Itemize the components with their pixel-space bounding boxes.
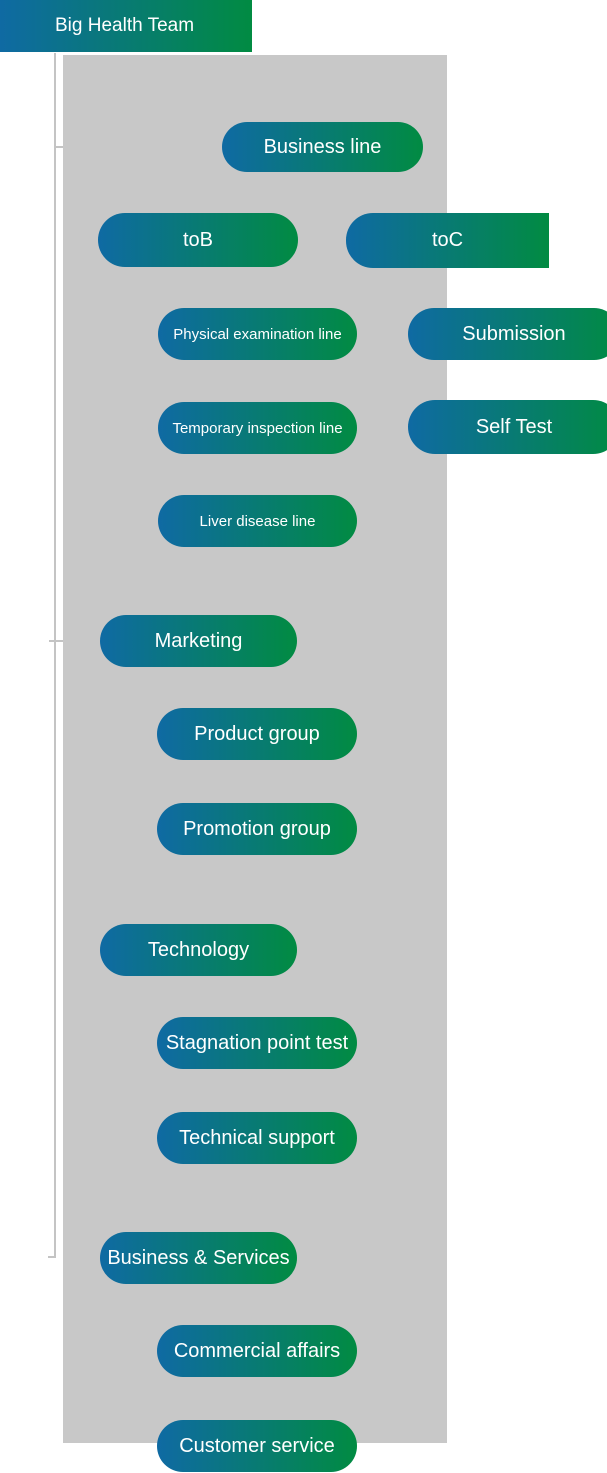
- org-node-technology[interactable]: Technology: [100, 924, 297, 976]
- node-label: Technology: [147, 938, 250, 961]
- org-node-submission[interactable]: Submission: [408, 308, 607, 360]
- org-node-technical-support[interactable]: Technical support: [157, 1112, 357, 1164]
- node-label: Product group: [194, 722, 320, 745]
- node-label: Business & Services: [107, 1246, 290, 1269]
- org-node-business-line[interactable]: Business line: [222, 122, 423, 172]
- org-node-toc[interactable]: toC: [346, 213, 549, 268]
- node-label: Technical support: [179, 1126, 335, 1149]
- node-label: Submission: [462, 322, 566, 345]
- node-label: Liver disease line: [199, 512, 316, 530]
- node-label: Customer service: [179, 1434, 335, 1457]
- org-node-physical-examination-line[interactable]: Physical examination line: [158, 308, 357, 360]
- org-node-product-group[interactable]: Product group: [157, 708, 357, 760]
- node-label: Business line: [263, 135, 382, 158]
- org-node-tob[interactable]: toB: [98, 213, 298, 267]
- node-label: Stagnation point test: [165, 1031, 349, 1054]
- org-node-marketing[interactable]: Marketing: [100, 615, 297, 667]
- org-node-big-health-team[interactable]: Big Health Team: [0, 0, 252, 52]
- node-label: Big Health Team: [55, 15, 195, 36]
- org-node-self-test[interactable]: Self Test: [408, 400, 607, 454]
- node-label: toB: [182, 228, 214, 251]
- connector-tick-business-services: [48, 1256, 56, 1258]
- node-label: Marketing: [154, 629, 243, 652]
- org-node-business-services[interactable]: Business & Services: [100, 1232, 297, 1284]
- org-node-commercial-affairs[interactable]: Commercial affairs: [157, 1325, 357, 1377]
- org-node-stagnation-point-test[interactable]: Stagnation point test: [157, 1017, 357, 1069]
- connector-toc: [446, 195, 449, 213]
- node-label: Temporary inspection line: [172, 419, 343, 437]
- node-label: Promotion group: [183, 817, 331, 840]
- node-label: Physical examination line: [173, 325, 342, 343]
- node-label: Self Test: [475, 415, 553, 438]
- org-node-customer-service[interactable]: Customer service: [157, 1420, 357, 1472]
- org-node-liver-disease-line[interactable]: Liver disease line: [158, 495, 357, 547]
- org-node-promotion-group[interactable]: Promotion group: [157, 803, 357, 855]
- connector-tick-marketing: [49, 640, 63, 642]
- connector-tick-business-line: [54, 146, 63, 148]
- node-label: toC: [431, 229, 464, 251]
- connector-vertical-line: [54, 53, 56, 1258]
- org-node-temporary-inspection-line[interactable]: Temporary inspection line: [158, 402, 357, 454]
- node-label: Commercial affairs: [173, 1339, 341, 1362]
